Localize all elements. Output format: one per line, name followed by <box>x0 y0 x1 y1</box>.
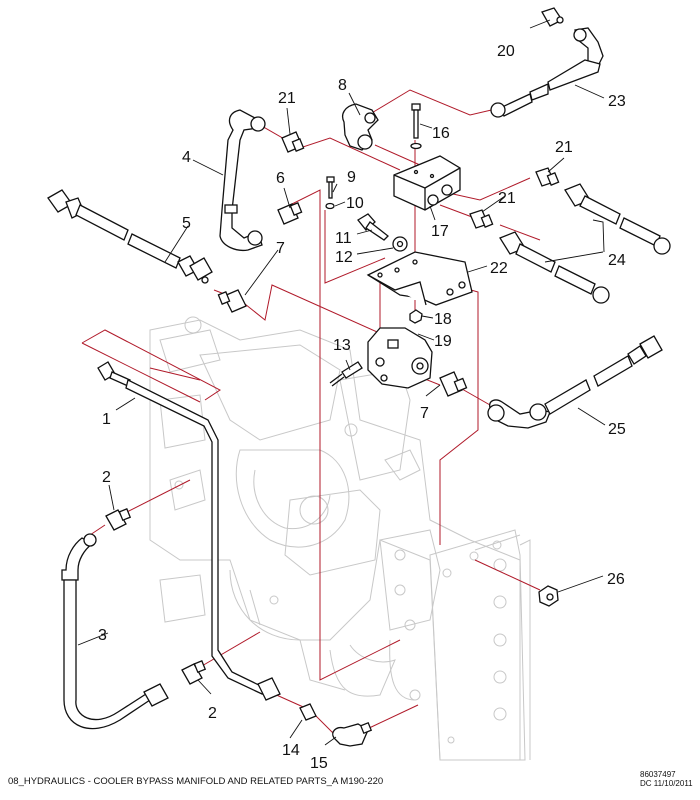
callout-4: 4 <box>182 149 191 166</box>
part-14-fitting <box>299 703 317 721</box>
part-7-fitting-b <box>439 371 468 397</box>
callout-13: 13 <box>333 337 351 354</box>
part-9-bolt <box>326 176 335 199</box>
callout-14: 14 <box>282 742 300 759</box>
part-21-fitting-b <box>535 167 560 187</box>
part-10-washer <box>325 202 335 210</box>
part-5-hose <box>47 189 213 284</box>
callout-20: 20 <box>497 43 515 60</box>
part-23-hose <box>490 27 604 118</box>
callout-17: 17 <box>431 223 449 240</box>
callout-18: 18 <box>434 311 452 328</box>
callout-22: 22 <box>490 260 508 277</box>
callout-labels: 1 2 2 3 4 5 6 7 7 8 9 10 11 12 13 14 15 … <box>98 43 626 772</box>
callout-3: 3 <box>98 627 107 644</box>
callout-9: 9 <box>347 169 356 186</box>
callout-7-upper: 7 <box>276 240 285 257</box>
callout-15: 15 <box>310 755 328 772</box>
callout-2-upper: 2 <box>102 469 111 486</box>
leader-lines <box>77 19 606 746</box>
callout-26: 26 <box>607 571 625 588</box>
callout-1: 1 <box>102 411 111 428</box>
callout-19: 19 <box>434 333 452 350</box>
callout-23: 23 <box>608 93 626 110</box>
part-6-fitting <box>277 202 303 225</box>
callout-11: 11 <box>335 230 352 247</box>
part-1-tube <box>97 361 281 701</box>
part-3-hose <box>61 533 169 730</box>
diagram-caption: 08_HYDRAULICS - COOLER BYPASS MANIFOLD A… <box>8 776 384 787</box>
part-17-manifold-block <box>393 155 461 211</box>
part-11-bolt <box>357 213 389 241</box>
part-20-cap <box>541 7 564 27</box>
background-assembly <box>149 316 531 761</box>
callout-24: 24 <box>608 252 626 269</box>
callout-21-right-lower: 21 <box>498 190 516 207</box>
part-15-elbow <box>332 721 373 747</box>
part-18-nut <box>409 309 423 324</box>
callout-2-lower: 2 <box>208 705 217 722</box>
part-2-fitting-b <box>181 660 207 685</box>
callout-21-left: 21 <box>278 90 296 107</box>
part-22-bracket <box>366 251 473 306</box>
part-13-sensor <box>329 361 363 387</box>
reference-lines <box>81 89 541 736</box>
callout-25: 25 <box>608 421 626 438</box>
date-code: DC 11/10/2011 <box>640 779 693 788</box>
callout-12: 12 <box>335 249 353 266</box>
part-7-fitting-a <box>217 289 247 313</box>
callout-21-right-upper: 21 <box>555 139 573 156</box>
document-info: 86037497 DC 11/10/2011 <box>640 770 693 788</box>
part-26-nut <box>538 585 559 607</box>
callout-10: 10 <box>346 195 364 212</box>
part-24-hoses <box>499 183 671 304</box>
part-25-hose <box>487 335 663 429</box>
part-16-bolt <box>410 103 422 150</box>
part-8-elbow <box>341 103 379 151</box>
callout-6: 6 <box>276 170 285 187</box>
callout-16: 16 <box>432 125 450 142</box>
document-number: 86037497 <box>640 770 676 779</box>
callout-7-lower: 7 <box>420 405 429 422</box>
callout-5: 5 <box>182 215 191 232</box>
part-4-bent-hose <box>219 109 266 252</box>
part-19-valve <box>367 327 433 389</box>
part-2-fitting-a <box>105 508 132 531</box>
callout-8: 8 <box>338 77 347 94</box>
part-12-washer <box>392 236 408 252</box>
part-21-fitting-a <box>281 131 305 153</box>
part-21-fitting-c <box>469 209 494 229</box>
